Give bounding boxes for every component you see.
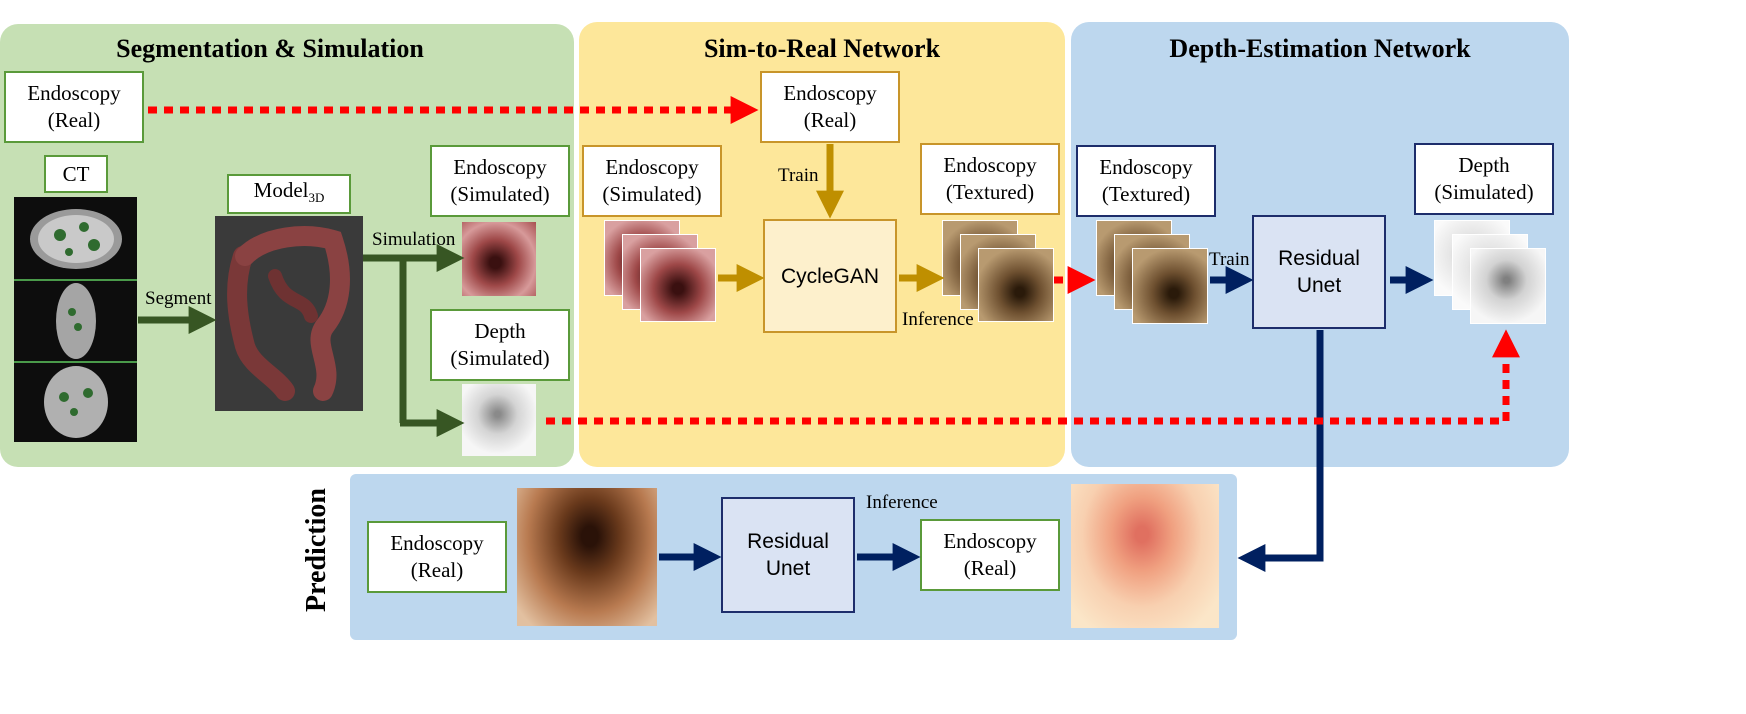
ct-box: CT: [44, 155, 108, 193]
depth-train-label: Train: [1209, 249, 1250, 270]
pred-endoscopy-real-output-box: Endoscopy(Real): [920, 519, 1060, 591]
s2r-endoscopy-simulated-box: Endoscopy(Simulated): [582, 145, 722, 217]
simulated-depth-image: [462, 384, 536, 456]
cyclegan-box: CycleGAN: [763, 219, 897, 333]
s2r-endoscopy-textured-box: Endoscopy(Textured): [920, 143, 1060, 215]
textured-endoscopy-stack: [942, 220, 1054, 322]
s2r-endoscopy-real-box: Endoscopy(Real): [760, 71, 900, 143]
depth-textured-endoscopy-stack: [1096, 220, 1208, 324]
depth-estimation-title: Depth-Estimation Network: [1169, 34, 1471, 63]
depth-endoscopy-textured-box: Endoscopy(Textured): [1076, 145, 1216, 217]
simulation-label: Simulation: [372, 229, 456, 250]
colon-3d-model-image: [215, 216, 363, 411]
depth-simulated-box: Depth(Simulated): [1414, 143, 1554, 215]
segment-label: Segment: [145, 288, 212, 309]
endoscopy-simulated-box: Endoscopy(Simulated): [430, 145, 570, 217]
real-endoscopy-image: [517, 488, 657, 626]
endoscopy-real-box: Endoscopy(Real): [4, 71, 144, 143]
depth-transfer-dotted-arrow: [546, 329, 1520, 425]
segmentation-title: Segmentation & Simulation: [116, 34, 424, 63]
unet-to-prediction-arrow: [1237, 330, 1324, 572]
depth-simulated-stack: [1434, 220, 1546, 324]
sim2real-title: Sim-to-Real Network: [703, 34, 941, 63]
pred-endoscopy-real-input-box: Endoscopy(Real): [367, 521, 507, 593]
model-3d-box: Model3D: [227, 174, 351, 214]
s2r-inference-label: Inference: [902, 309, 974, 330]
predicted-depth-image: [1071, 484, 1219, 628]
pred-inference-label: Inference: [866, 492, 938, 513]
depth-simulated-box: Depth(Simulated): [430, 309, 570, 381]
ct-scan-images: [14, 197, 137, 442]
simulated-endoscopy-image: [462, 222, 536, 296]
s2r-train-label: Train: [778, 165, 819, 186]
simulated-endoscopy-stack: [604, 220, 716, 322]
